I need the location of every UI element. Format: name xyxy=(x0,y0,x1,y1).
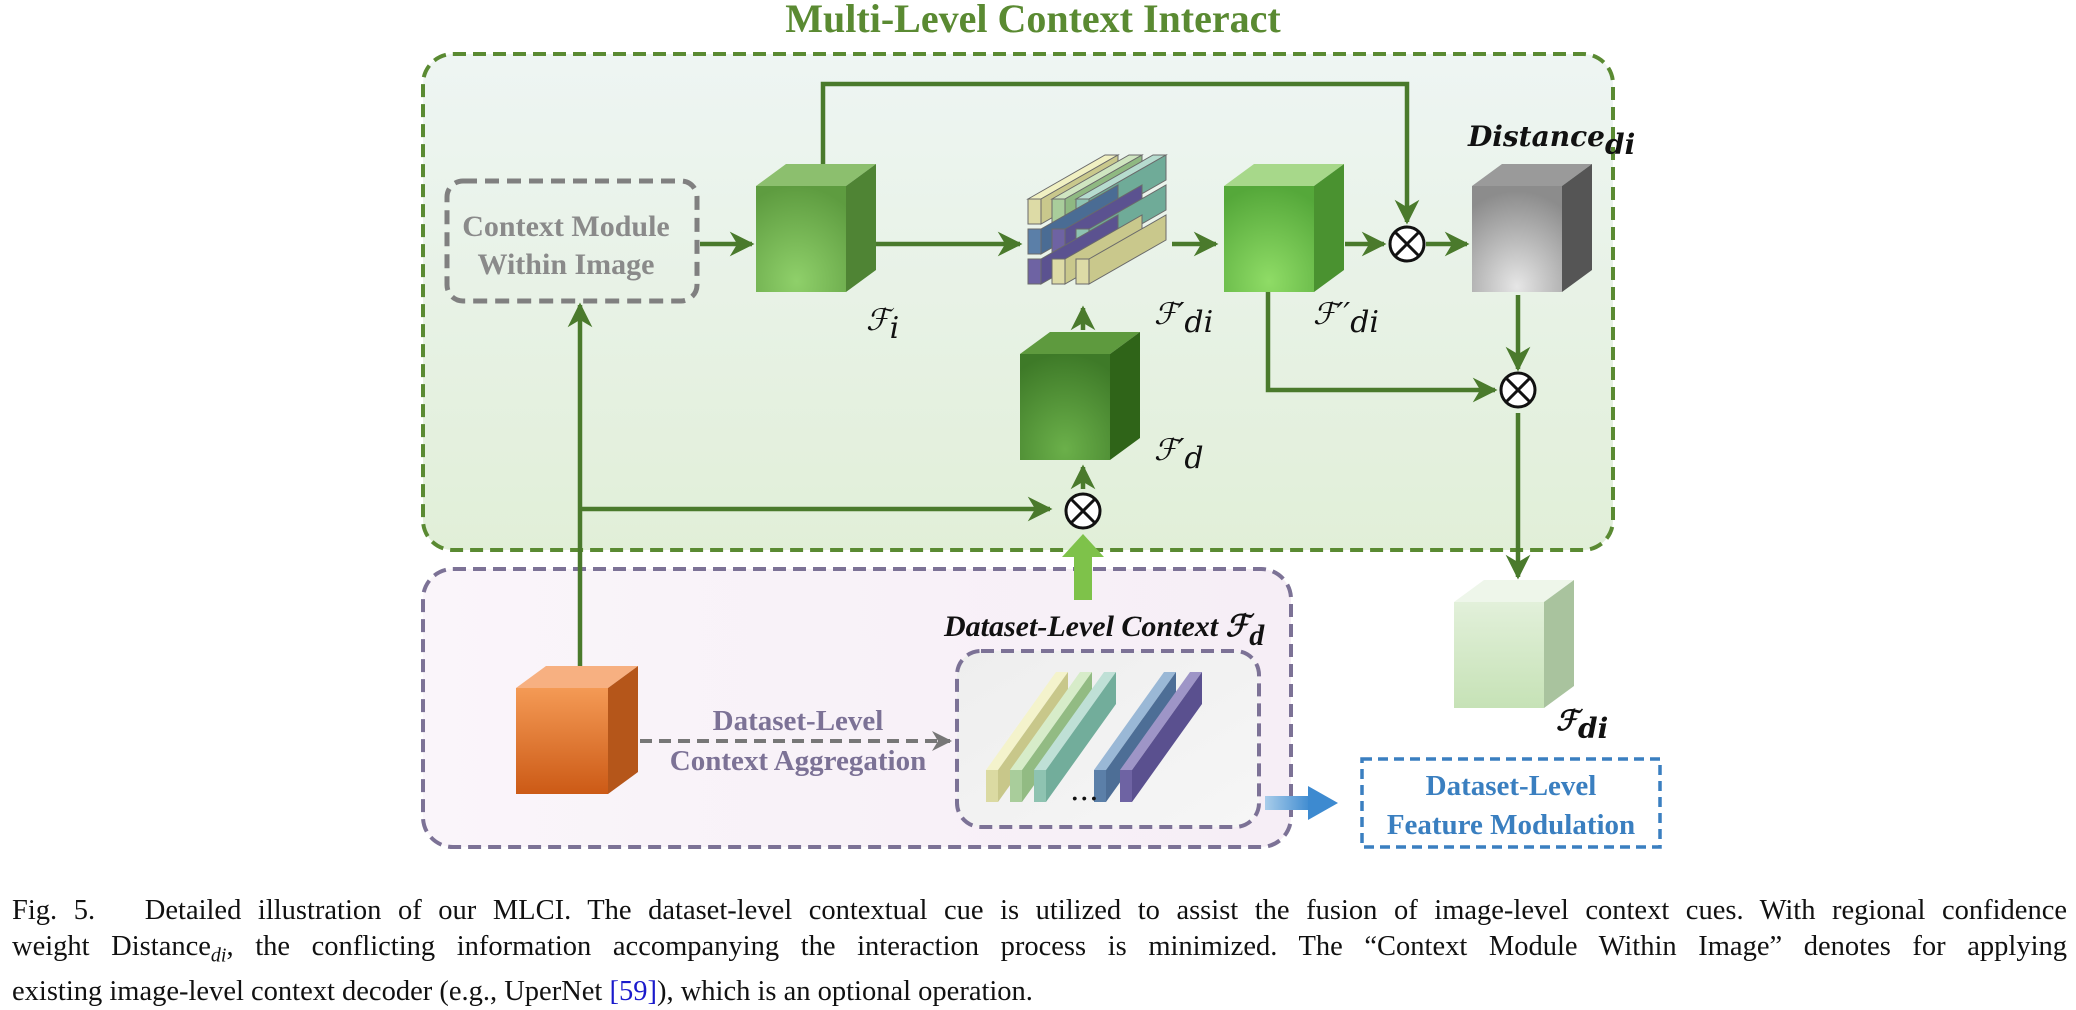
label-f-prime-d: ℱ′d xyxy=(1154,433,1204,476)
multiply-op-3 xyxy=(1064,492,1102,530)
caption-line-1: Fig. 5. Detailed illustration of our MLC… xyxy=(12,893,2067,929)
caption-text-3a: existing image-level context decoder (e.… xyxy=(12,975,610,1007)
fi-cube xyxy=(756,164,876,292)
arrow-to-modulation xyxy=(1265,786,1338,820)
fdi-prime-stack xyxy=(1026,154,1168,285)
caption-line-2: weight Distancedi, the conflicting infor… xyxy=(12,929,2067,974)
label-dataset-level-context: Dataset-Level Context ℱd xyxy=(943,610,1265,652)
figure-caption: Fig. 5. Detailed illustration of our MLC… xyxy=(12,893,2067,1010)
modulation-label-line1: Dataset-Level xyxy=(1426,770,1597,802)
context-module-box xyxy=(444,178,700,304)
label-fdi-output: ℱdi xyxy=(1556,704,1608,745)
label-f-dprime-di: ℱ′′di xyxy=(1313,297,1379,340)
modulation-label-line2: Feature Modulation xyxy=(1387,809,1635,841)
input-feature-cube xyxy=(516,666,638,794)
caption-ref-link[interactable]: [59] xyxy=(609,975,657,1007)
context-module-label-line2: Within Image xyxy=(478,248,655,281)
aggregation-label-line2: Context Aggregation xyxy=(670,745,926,777)
caption-line-3: existing image-level context decoder (e.… xyxy=(12,974,2067,1010)
arrow-dataset-context-up xyxy=(1062,534,1104,600)
caption-text-2-sub: di xyxy=(210,944,227,967)
arrow-fdd-to-mult2 xyxy=(1265,292,1498,403)
fd-cube xyxy=(1020,332,1140,460)
caption-text-1: Detailed illustration of our MLCI. The d… xyxy=(144,895,2067,926)
aggregation-label-line1: Dataset-Level xyxy=(713,705,884,737)
label-f-prime-di: ℱ′di xyxy=(1154,297,1213,340)
dataset-context-bars xyxy=(986,672,1202,802)
arrow-fi-skip-to-mult1 xyxy=(820,81,1420,225)
mlci-diagram: Multi-Level Context Interact Context Mod… xyxy=(421,0,1662,849)
diagram-title: Multi-Level Context Interact xyxy=(785,0,1281,41)
distance-cube xyxy=(1472,164,1592,292)
mlci-region xyxy=(421,52,1615,552)
caption-text-2a: weight Distance xyxy=(12,931,211,962)
multiply-op-2 xyxy=(1499,371,1537,409)
fdi-output-cube xyxy=(1454,580,1574,708)
context-module-label-line1: Context Module xyxy=(462,210,669,243)
feature-modulation-box xyxy=(1360,757,1662,849)
caption-fig-label: Fig. 5. xyxy=(12,895,96,926)
label-distance: Distancedi xyxy=(1467,120,1635,161)
dataset-context-ellipsis: ... xyxy=(1070,773,1099,808)
caption-text-2b: , the conflicting information accompanyi… xyxy=(226,931,2067,962)
multiply-op-1 xyxy=(1388,225,1426,263)
connectors xyxy=(567,81,1531,666)
caption-text-3b: ), which is an optional operation. xyxy=(656,975,1033,1007)
fdd-cube xyxy=(1224,164,1344,292)
